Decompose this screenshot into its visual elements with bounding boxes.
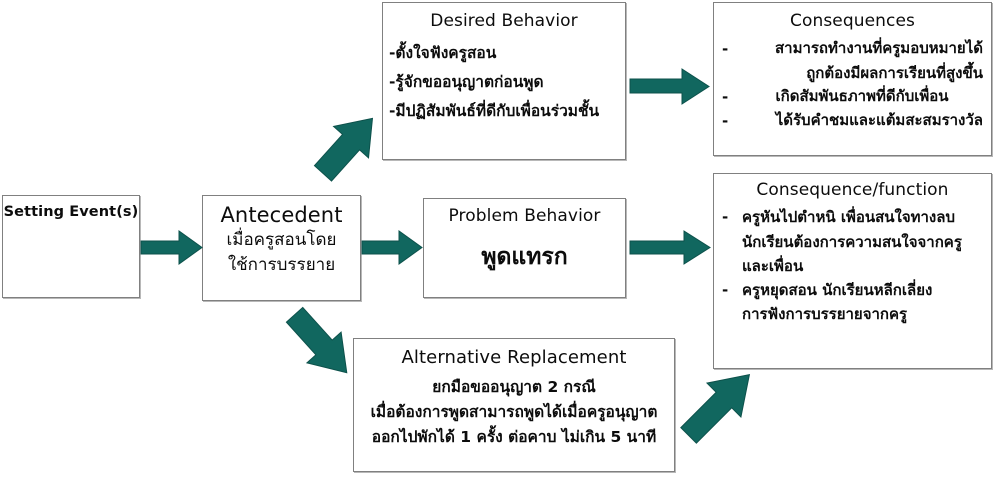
antecedent-line-2: ใช้การบรรยาย xyxy=(227,254,336,275)
bullet-dash-icon: - xyxy=(722,87,729,106)
consequence-function-bullet-2-text: นักเรียนต้องการความสนใจจากครู xyxy=(742,232,962,251)
arrow-setting-to-antecedent xyxy=(140,230,204,268)
bullet-dash-icon: - xyxy=(722,112,729,130)
bullet-dash-icon: - xyxy=(722,40,729,59)
consequences-bullet-2: ถูกต้องมีผลการเรียนที่สูงขึ้น xyxy=(722,62,983,85)
problem-behavior-title: Problem Behavior xyxy=(448,206,601,226)
consequences-bullet-4-text: ได้รับคำชมและแต้มสะสมรางวัล xyxy=(775,111,983,129)
consequence-function-bullet-4-text: ครูหยุดสอน นักเรียนหลีกเลี่ยง xyxy=(742,281,933,300)
consequences-title: Consequences xyxy=(789,11,916,31)
alternative-replacement-line-1: ยกมือขออนุญาต 2 กรณี xyxy=(432,377,596,396)
consequence-function-box[interactable]: Consequence/function - ครูหันไปตำหนิ เพื… xyxy=(713,173,992,369)
desired-behavior-line-2: -รู้จักขออนุญาตก่อนพูด xyxy=(389,72,544,91)
alternative-replacement-title: Alternative Replacement xyxy=(401,347,627,368)
bullet-dash-icon: - xyxy=(722,208,729,227)
consequence-function-bullet-3: และเพื่อน xyxy=(722,254,983,278)
consequences-bullet-2-text: ถูกต้องมีผลการเรียนที่สูงขึ้น xyxy=(806,63,983,82)
desired-behavior-title: Desired Behavior xyxy=(430,11,578,31)
desired-behavior-box[interactable]: Desired Behavior -ตั้งใจฟังครูสอน -รู้จั… xyxy=(382,2,626,160)
antecedent-title: Antecedent xyxy=(220,203,343,227)
arrow-alternative-to-function xyxy=(668,355,770,455)
arrow-desired-to-consequences xyxy=(629,68,712,108)
consequences-bullet-3-text: เกิดสัมพันธภาพที่ดีกับเพื่อน xyxy=(775,86,949,105)
arrow-problem-to-function xyxy=(629,230,712,268)
consequence-function-bullet-1: - ครูหันไปตำหนิ เพื่อนสนใจทางลบ xyxy=(722,205,983,229)
consequences-bullet-1: - สามารถทำงานที่ครูมอบหมายได้ xyxy=(722,37,983,61)
alternative-replacement-line-2: เมื่อต้องการพูดสามารถพูดได้เมื่อครูอนุญา… xyxy=(370,402,658,421)
alternative-replacement-line-3: ออกไปพักได้ 1 ครั้ง ต่อคาบ ไม่เกิน 5 นาท… xyxy=(371,427,657,446)
consequence-function-bullet-1-text: ครูหันไปตำหนิ เพื่อนสนใจทางลบ xyxy=(742,208,955,227)
consequences-bullet-3: - เกิดสัมพันธภาพที่ดีกับเพื่อน xyxy=(722,85,983,109)
consequence-function-bullet-4: - ครูหยุดสอน นักเรียนหลีกเลี่ยง xyxy=(722,278,983,302)
arrow-antecedent-to-problem xyxy=(361,230,424,268)
setting-event-title: Setting Event(s) xyxy=(3,204,139,220)
problem-behavior-box[interactable]: Problem Behavior พูดแทรก xyxy=(423,198,626,298)
consequence-function-bullet-5-text: การฟังการบรรยายจากครู xyxy=(742,305,908,324)
consequences-box[interactable]: Consequences - สามารถทำงานที่ครูมอบหมายไ… xyxy=(713,2,992,156)
antecedent-box[interactable]: Antecedent เมื่อครูสอนโดย ใช้การบรรยาย xyxy=(202,195,361,301)
consequences-bullet-1-text: สามารถทำงานที่ครูมอบหมายได้ xyxy=(774,39,983,58)
desired-behavior-line-3: -มีปฏิสัมพันธ์ที่ดีกับเพื่อนร่วมชั้น xyxy=(389,101,600,120)
antecedent-line-1: เมื่อครูสอนโดย xyxy=(226,230,337,251)
consequences-bullet-4: - ได้รับคำชมและแต้มสะสมรางวัล xyxy=(722,109,983,133)
bullet-dash-icon: - xyxy=(722,281,729,300)
consequence-function-bullet-3-text: และเพื่อน xyxy=(742,256,804,275)
arrow-antecedent-to-desired xyxy=(303,100,389,195)
bullet-dash-icon xyxy=(722,62,731,63)
arrow-antecedent-to-alternative xyxy=(272,295,368,391)
problem-behavior-value: พูดแทรก xyxy=(481,244,568,271)
desired-behavior-line-1: -ตั้งใจฟังครูสอน xyxy=(389,44,497,63)
consequence-function-bullet-5: การฟังการบรรยายจากครู xyxy=(722,302,983,326)
setting-event-box[interactable]: Setting Event(s) xyxy=(2,195,140,298)
consequence-function-bullet-2: นักเรียนต้องการความสนใจจากครู xyxy=(722,230,983,254)
alternative-replacement-box[interactable]: Alternative Replacement ยกมือขออนุญาต 2 … xyxy=(353,338,675,472)
consequence-function-title: Consequence/function xyxy=(756,180,949,200)
